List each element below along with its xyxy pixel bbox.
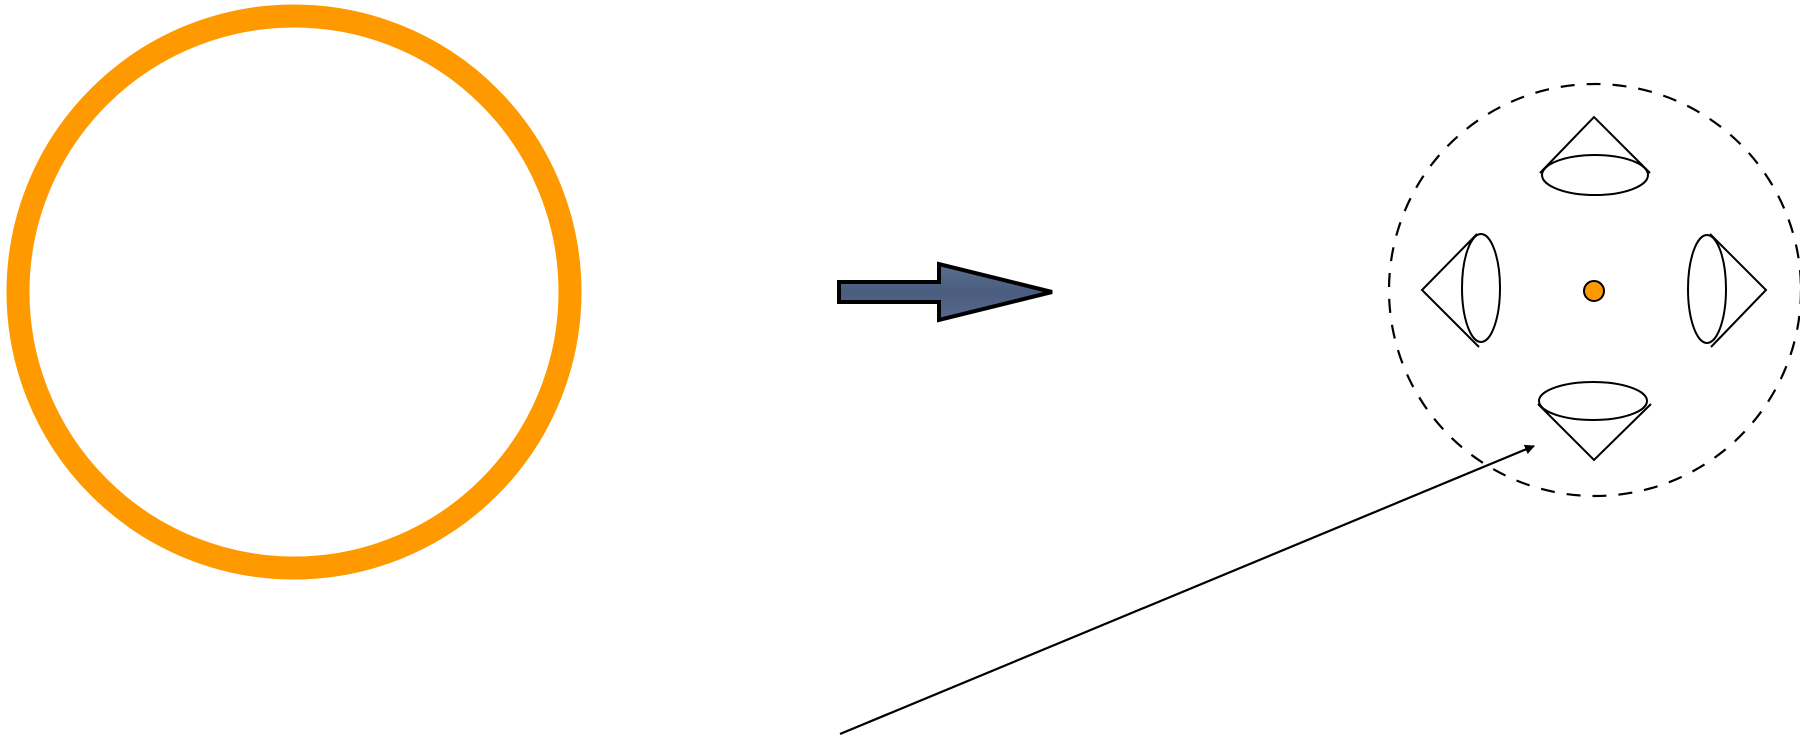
pointer-line [840, 446, 1534, 734]
bottom-cone [1538, 382, 1651, 460]
bottom-cone-base [1539, 382, 1647, 420]
left-cone [1422, 234, 1500, 347]
orange-ring [18, 16, 570, 568]
top-cone-base [1542, 155, 1648, 195]
left-cone-base [1462, 234, 1500, 342]
block-arrow-right [839, 264, 1052, 320]
right-cone-base [1688, 235, 1726, 343]
center-dot [1584, 281, 1604, 301]
right-cone [1688, 234, 1766, 347]
top-cone [1540, 117, 1650, 195]
